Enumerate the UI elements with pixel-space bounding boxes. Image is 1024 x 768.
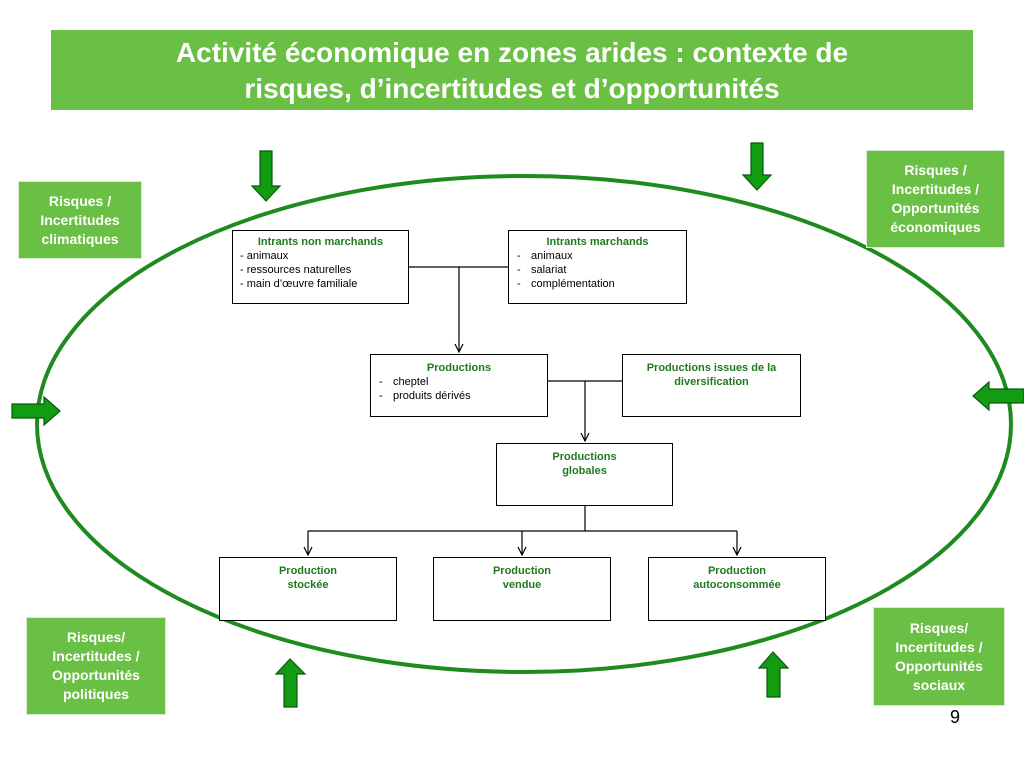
node-intrants-non-marchands: Intrants non marchands - animaux - resso… bbox=[232, 230, 409, 304]
node-productions-globales: Productions globales bbox=[496, 443, 673, 506]
risk-line: Opportunités bbox=[895, 657, 983, 674]
node-item: -complémentation bbox=[517, 277, 686, 291]
connector-intrants bbox=[409, 266, 508, 352]
down-arrow-icon bbox=[741, 142, 773, 191]
risk-line: Opportunités bbox=[891, 200, 980, 216]
node-item: - ressources naturelles bbox=[240, 264, 352, 276]
node-title-line: vendue bbox=[502, 579, 542, 591]
bullet: - bbox=[379, 390, 383, 402]
title-line-2: risques, d’incertitudes et d’opportunité… bbox=[244, 73, 780, 104]
node-title: Intrants marchands bbox=[546, 236, 649, 248]
node-item-text: produits dérivés bbox=[393, 390, 471, 402]
risk-line: sociaux bbox=[912, 676, 966, 693]
node-intrants-marchands: Intrants marchands -animaux -salariat -c… bbox=[508, 230, 687, 304]
node-title-line: globales bbox=[562, 465, 607, 477]
down-arrow-icon bbox=[250, 150, 282, 202]
risk-line: Incertitudes / bbox=[891, 181, 980, 197]
node-diversification: Productions issues de la diversification bbox=[622, 354, 801, 417]
risk-line: Incertitudes / bbox=[52, 648, 140, 664]
node-item: -cheptel bbox=[379, 375, 547, 389]
node-title: Intrants non marchands bbox=[257, 236, 384, 248]
bullet: - bbox=[517, 250, 521, 262]
node-item: - animaux bbox=[240, 250, 289, 262]
node-item-text: animaux bbox=[531, 250, 573, 262]
node-title-line: Production bbox=[492, 565, 552, 577]
node-title-line: Productions bbox=[552, 451, 617, 463]
risk-line: Incertitudes bbox=[40, 211, 120, 228]
node-productions: Productions -cheptel -produits dérivés bbox=[370, 354, 548, 417]
node-title-line: autoconsommée bbox=[693, 579, 781, 591]
risk-box-political: Risques/ Incertitudes / Opportunités pol… bbox=[26, 617, 166, 715]
node-item: - main d’œuvre familiale bbox=[240, 278, 358, 290]
node-item: -produits dérivés bbox=[379, 389, 547, 403]
risk-line: Opportunités bbox=[52, 667, 140, 683]
node-item: -salariat bbox=[517, 263, 686, 277]
connector-globales bbox=[308, 506, 737, 555]
up-arrow-icon bbox=[274, 658, 307, 708]
risk-box-economic: Risques / Incertitudes / Opportunités éc… bbox=[866, 150, 1005, 248]
bullet: - bbox=[517, 264, 521, 276]
node-item-text: salariat bbox=[531, 264, 567, 276]
risk-line: Risques / bbox=[904, 162, 967, 178]
risk-line: climatiques bbox=[41, 230, 119, 247]
node-production-autoconsommee: Production autoconsommée bbox=[648, 557, 826, 621]
connector-productions bbox=[548, 380, 622, 441]
risk-line: Risques / bbox=[48, 192, 112, 209]
left-arrow-icon bbox=[972, 380, 1024, 412]
risk-line: Risques/ bbox=[909, 619, 969, 636]
page-number: 9 bbox=[950, 707, 961, 727]
bullet: - bbox=[379, 376, 383, 388]
node-production-stockee: Production stockée bbox=[219, 557, 397, 621]
node-title-line: Production bbox=[707, 565, 767, 577]
right-arrow-icon bbox=[11, 395, 61, 427]
node-title-line: stockée bbox=[287, 579, 329, 591]
node-title: Productions bbox=[426, 362, 492, 374]
node-title-line: Production bbox=[278, 565, 338, 577]
node-item-text: cheptel bbox=[393, 376, 429, 388]
node-production-vendue: Production vendue bbox=[433, 557, 611, 621]
risk-line: politiques bbox=[62, 686, 130, 702]
node-item-text: complémentation bbox=[531, 278, 615, 290]
risk-line: économiques bbox=[890, 219, 981, 235]
title-line-1: Activité économique en zones arides : co… bbox=[175, 37, 849, 68]
node-title-line: Productions issues de la bbox=[646, 362, 777, 374]
bullet: - bbox=[517, 278, 521, 290]
risk-line: Risques/ bbox=[66, 629, 126, 645]
node-title-line: diversification bbox=[674, 376, 749, 388]
up-arrow-icon bbox=[757, 651, 790, 698]
context-ellipse bbox=[35, 174, 1013, 674]
node-item: -animaux bbox=[517, 249, 686, 263]
risk-box-social: Risques/ Incertitudes / Opportunités soc… bbox=[873, 607, 1005, 706]
slide-title: Activité économique en zones arides : co… bbox=[51, 30, 973, 110]
risk-line: Incertitudes / bbox=[895, 638, 983, 655]
risk-box-climatic: Risques / Incertitudes climatiques bbox=[18, 181, 142, 259]
